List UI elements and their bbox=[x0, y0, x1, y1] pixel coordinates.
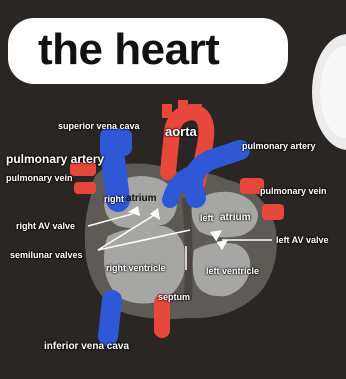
superior-vena-cava-vessel bbox=[112, 150, 118, 200]
label-left: left bbox=[200, 213, 214, 223]
label-right: right bbox=[104, 194, 124, 204]
label-pulmonary-vein-right: pulmonary vein bbox=[260, 186, 327, 196]
label-superior-vena-cava: superior vena cava bbox=[58, 121, 140, 131]
label-atrium-right: atrium bbox=[126, 193, 157, 204]
page-title: the heart bbox=[38, 24, 219, 76]
label-atrium-left: atrium bbox=[220, 212, 251, 223]
label-pulmonary-vein-left: pulmonary vein bbox=[6, 173, 73, 183]
inferior-vena-cava-vessel bbox=[108, 300, 112, 336]
aorta-branch-3 bbox=[192, 104, 202, 118]
label-left-ventricle: left ventricle bbox=[206, 266, 259, 276]
label-left-av-valve: left AV valve bbox=[276, 235, 329, 245]
label-aorta: aorta bbox=[165, 124, 197, 139]
label-inferior-vena-cava: inferior vena cava bbox=[44, 341, 129, 352]
aorta-branch-1 bbox=[162, 104, 172, 118]
pulmonary-vein-left-lower bbox=[74, 182, 96, 194]
label-semilunar-valves: semilunar valves bbox=[10, 250, 83, 260]
label-right-av-valve: right AV valve bbox=[16, 221, 75, 231]
label-right-ventricle: right ventricle bbox=[106, 263, 166, 273]
label-septum: septum bbox=[158, 292, 190, 302]
label-pulmonary-artery-right: pulmonary artery bbox=[242, 141, 316, 151]
aorta-branch-2 bbox=[178, 100, 188, 116]
label-pulmonary-artery-left: pulmonary artery bbox=[6, 152, 104, 166]
pulmonary-vein-right-lower bbox=[262, 204, 284, 220]
